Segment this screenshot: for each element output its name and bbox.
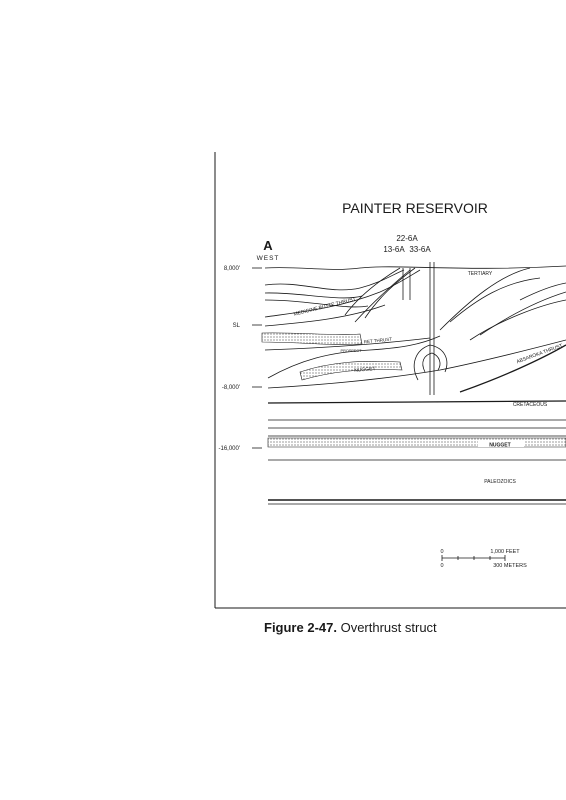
label-prospect: PROSPECT (341, 349, 363, 353)
label-tertiary: TERTIARY (468, 271, 493, 277)
depth-axis: 8,000' SL -8,000' -16,000' (219, 266, 262, 452)
figure-frame (214, 152, 566, 609)
label-ret-thrust: RET THRUST (363, 337, 392, 345)
label-absaroka-thrust: ABSAROKA THRUST (516, 343, 564, 365)
caption-text: Overthrust struct (336, 620, 437, 635)
scale-bar: 0 1,000 FEET 0 300 METERS (440, 549, 527, 569)
label-paleozoics: PALEOZOICS (484, 479, 516, 485)
scale-meters-label: 300 METERS (493, 563, 527, 569)
depth-label-8000: 8,000' (224, 266, 240, 272)
label-cretaceous: CRETACEOUS (513, 402, 548, 408)
scale-feet-label: 1,000 FEET (490, 549, 520, 555)
well-label-top: 22-6A (396, 234, 418, 243)
label-nugget-lower: NUGGET (489, 443, 510, 449)
strata-lines (264, 262, 566, 505)
nugget-bands (261, 332, 566, 448)
depth-label-neg8000: -8,000' (222, 385, 240, 391)
geology-labels: TERTIARY MEDICINE BUTTE THRUST RET THRUS… (293, 271, 564, 485)
well-label-right: 33-6A (409, 245, 431, 254)
figure-title: PAINTER RESERVOIR (342, 200, 488, 216)
figure-caption: Figure 2-47. Overthrust struct (264, 620, 566, 635)
figure-number: Figure 2-47. (264, 620, 337, 635)
section-letter: A (263, 238, 273, 253)
depth-label-neg16000: -16,000' (219, 446, 241, 452)
scale-feet-zero: 0 (440, 549, 443, 555)
scale-meters-zero: 0 (440, 563, 443, 569)
depth-label-sl: SL (233, 323, 241, 329)
label-nugget-upper: NUGGET (354, 366, 376, 374)
well-label-left: 13-6A (383, 245, 405, 254)
direction-label: WEST (257, 255, 280, 262)
